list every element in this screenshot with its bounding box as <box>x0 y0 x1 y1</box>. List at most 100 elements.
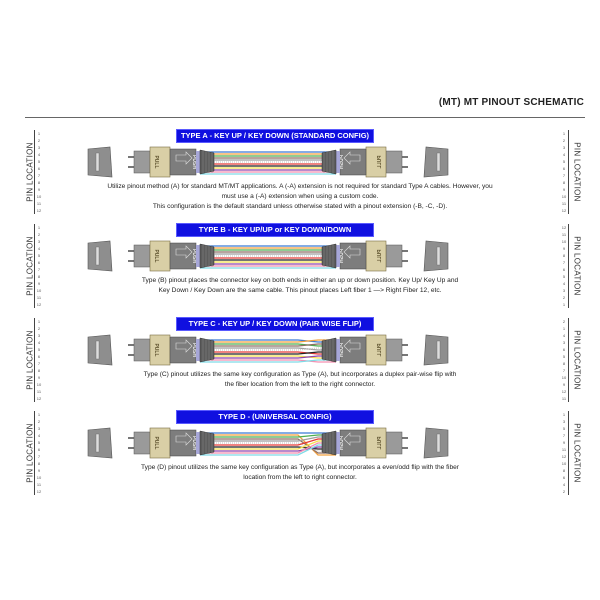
pin-number: 7 <box>37 361 41 366</box>
pin-number: 2 <box>37 138 41 143</box>
pin-number: 6 <box>562 166 566 171</box>
section-title: TYPE D - (UNIVERSAL CONFIG) <box>176 410 374 424</box>
pin-number: 8 <box>562 253 566 258</box>
pin-number: 6 <box>562 347 566 352</box>
push-housing <box>169 148 197 176</box>
pin-number: 11 <box>561 447 567 452</box>
section-description: Type (C) pinout utilizes the same key co… <box>70 370 530 390</box>
push-label: PUSH <box>339 249 345 263</box>
description-line: location from the left to right connecto… <box>243 474 357 481</box>
pin-number: 12 <box>36 489 42 494</box>
pin-number: 9 <box>562 440 566 445</box>
pin-number: 6 <box>562 267 566 272</box>
pinout-section-type-a: TYPE A - KEY UP / KEY DOWN (STANDARD CON… <box>0 127 600 221</box>
pull-latch <box>365 146 387 178</box>
pin-number: 9 <box>37 375 41 380</box>
pin-number: 3 <box>37 239 41 244</box>
strain-relief-boot <box>199 243 215 269</box>
push-label: PUSH <box>339 155 345 169</box>
pinout-section-type-c: TYPE C - KEY UP / KEY DOWN (PAIR WISE FL… <box>0 315 600 409</box>
pin-number: 10 <box>561 461 567 466</box>
guide-pin <box>402 437 408 439</box>
pull-label: PULL <box>153 155 159 168</box>
description-line: Type (C) pinout utilizes the same key co… <box>143 371 457 378</box>
pin-number: 10 <box>36 475 42 480</box>
pull-label: PULL <box>377 249 383 262</box>
pin-number: 3 <box>562 145 566 150</box>
pin-number: 3 <box>37 145 41 150</box>
pin-number: 5 <box>562 426 566 431</box>
strain-relief-boot <box>321 430 337 456</box>
pin-number: 2 <box>562 489 566 494</box>
pin-number: 1 <box>37 131 41 136</box>
pin-number: 2 <box>562 319 566 324</box>
end-cap <box>87 334 113 366</box>
pull-latch <box>149 240 171 272</box>
right-mt-connector: PULL PUSH <box>321 240 449 272</box>
end-cap <box>423 427 449 459</box>
pin-number: 2 <box>37 419 41 424</box>
pin-number: 3 <box>37 426 41 431</box>
pin-number: 12 <box>561 389 567 394</box>
section-description: Type (D) pinout utilizes the same key co… <box>70 463 530 483</box>
pin-number: 5 <box>562 159 566 164</box>
pin-number: 6 <box>562 475 566 480</box>
end-cap <box>87 427 113 459</box>
pin-number: 2 <box>37 326 41 331</box>
pull-label: PULL <box>377 436 383 449</box>
guide-pin <box>402 166 408 168</box>
fiber-line <box>200 347 336 351</box>
pull-label: PULL <box>153 249 159 262</box>
pin-number: 5 <box>37 347 41 352</box>
pin-number: 3 <box>562 288 566 293</box>
pin-number: 1 <box>562 131 566 136</box>
push-label: PUSH <box>191 436 197 450</box>
pin-number: 2 <box>562 138 566 143</box>
description-line: must use a (-A) extension when using a c… <box>221 193 379 200</box>
pin-number: 6 <box>37 447 41 452</box>
pull-latch <box>365 334 387 366</box>
pin-number: 5 <box>37 440 41 445</box>
push-housing <box>339 429 367 457</box>
guide-pin <box>128 437 134 439</box>
end-cap <box>87 146 113 178</box>
pin-number: 11 <box>561 396 567 401</box>
pull-label: PULL <box>377 155 383 168</box>
pin-number: 6 <box>37 260 41 265</box>
guide-pin <box>402 344 408 346</box>
pin-number: 7 <box>37 267 41 272</box>
pin-number: 4 <box>562 333 566 338</box>
pin-number: 6 <box>37 166 41 171</box>
pin-number: 10 <box>36 194 42 199</box>
guide-pin <box>402 156 408 158</box>
guide-pin <box>128 166 134 168</box>
pin-number: 4 <box>37 433 41 438</box>
description-line: the fiber location from the left to the … <box>224 381 376 388</box>
description-line: Type (B) pinout places the connector key… <box>141 277 459 284</box>
pin-number: 11 <box>561 201 567 206</box>
strain-relief-boot <box>199 430 215 456</box>
pin-number: 1 <box>37 412 41 417</box>
pull-label: PULL <box>377 343 383 356</box>
arrow-icon <box>343 151 361 165</box>
pin-number: 8 <box>37 368 41 373</box>
pin-number: 4 <box>562 482 566 487</box>
pin-number: 12 <box>36 396 42 401</box>
pin-number: 2 <box>562 295 566 300</box>
pin-number: 7 <box>37 173 41 178</box>
pin-number: 4 <box>562 152 566 157</box>
section-title: TYPE C - KEY UP / KEY DOWN (PAIR WISE FL… <box>176 317 374 331</box>
pin-number: 8 <box>37 180 41 185</box>
